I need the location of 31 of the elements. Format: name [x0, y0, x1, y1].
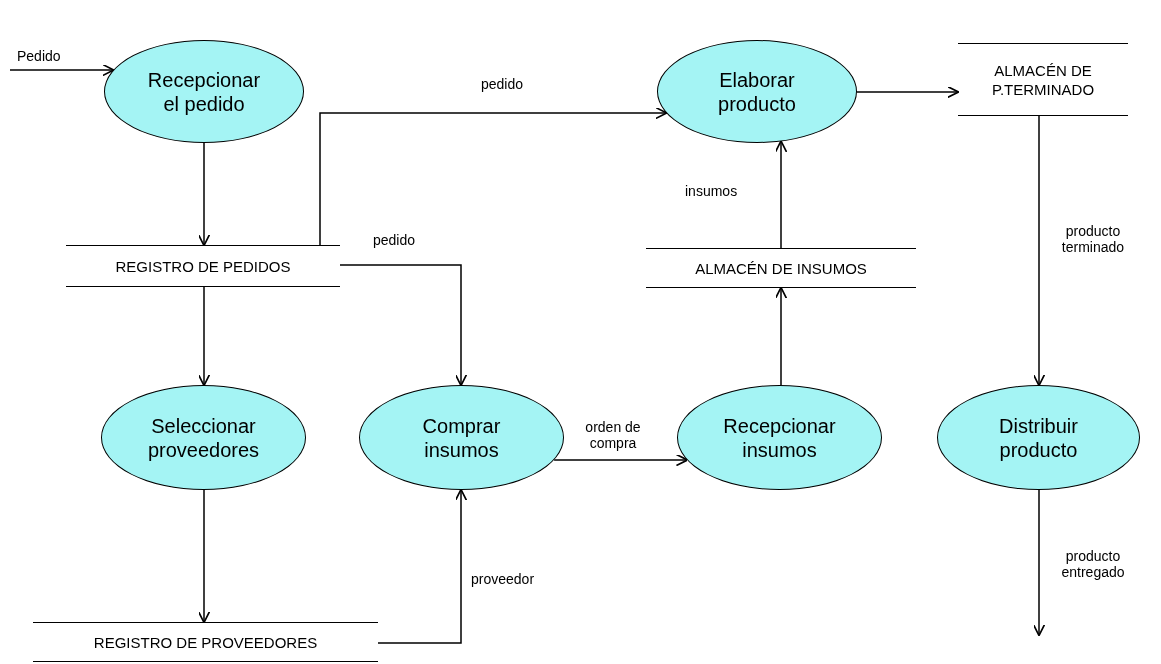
process-label: Recepcionar insumos: [722, 413, 837, 462]
edge-label: insumos: [684, 183, 739, 199]
data-store: [66, 245, 340, 287]
process-label: Seleccionar proveedores: [146, 413, 261, 462]
process-label: Recepcionar el pedido: [146, 67, 262, 116]
edge-label: pedido: [372, 232, 417, 248]
arrow: [553, 453, 689, 467]
arrow: [1032, 115, 1046, 387]
process-label: Comprar insumos: [421, 413, 502, 462]
edge-label: pedido: [480, 76, 525, 92]
arrow: [319, 106, 668, 246]
arrow: [197, 142, 211, 247]
arrow: [197, 286, 211, 387]
edge-label: proveedor: [470, 571, 536, 587]
data-store: [646, 248, 916, 288]
store-label: REGISTRO DE PEDIDOS: [115, 256, 291, 276]
data-store: [33, 622, 378, 662]
arrow: [856, 85, 960, 99]
process-label: Elaborar producto: [717, 67, 797, 116]
store-label: REGISTRO DE PROVEEDORES: [93, 632, 318, 652]
process-label: Distribuir producto: [998, 413, 1079, 462]
arrow: [377, 488, 468, 644]
data-store: [958, 43, 1128, 116]
store-label: ALMACÉN DE INSUMOS: [695, 258, 867, 278]
arrow: [339, 264, 468, 387]
edge-label: Pedido: [16, 48, 62, 64]
arrow: [197, 489, 211, 624]
arrow: [1032, 489, 1046, 637]
store-label: ALMACÉN DE P.TERMINADO: [990, 60, 1096, 99]
arrow: [9, 63, 115, 77]
arrow: [774, 286, 788, 386]
